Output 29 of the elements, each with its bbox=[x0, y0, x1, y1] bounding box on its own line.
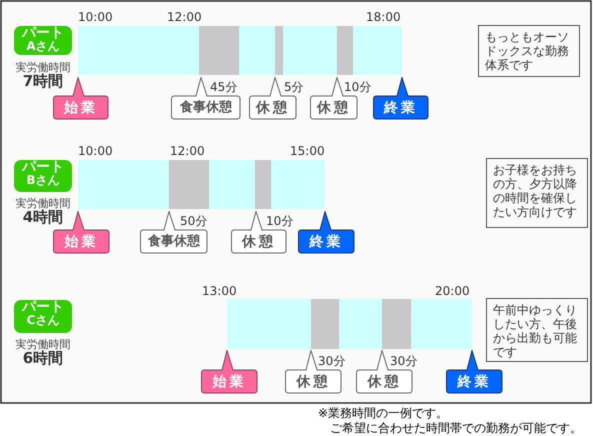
duration-label: 45分 bbox=[210, 79, 238, 96]
note-box: お子様をお持ちの方、夕方以降の時間を確保したい方向けです bbox=[486, 158, 588, 228]
work-hours-caption: 実労働時間 bbox=[14, 60, 72, 74]
duration-label: 50分 bbox=[180, 213, 208, 230]
time-label: 10:00 bbox=[78, 10, 113, 24]
end-callout: 終業 bbox=[373, 77, 429, 120]
time-label: 12:00 bbox=[167, 10, 202, 24]
note-box: 午前中ゆっくりしたい方、午後から出勤も可能です bbox=[486, 298, 588, 362]
time-label: 18:00 bbox=[366, 10, 401, 24]
start-callout: 始業 bbox=[201, 350, 258, 394]
time-label: 10:00 bbox=[78, 144, 113, 158]
time-label: 15:00 bbox=[290, 144, 325, 158]
name-badge: パート Cさん bbox=[14, 300, 72, 333]
end-callout: 終業 bbox=[298, 211, 355, 254]
work-hours-caption: 実労働時間 bbox=[14, 196, 72, 210]
work-hours-caption: 実労働時間 bbox=[14, 337, 72, 351]
work-hours: 6時間 bbox=[22, 349, 64, 368]
duration-label: 10分 bbox=[344, 79, 372, 96]
name-badge: パート Bさん bbox=[14, 160, 72, 192]
time-label: 12:00 bbox=[170, 144, 205, 158]
time-label: 13:00 bbox=[202, 284, 237, 298]
footnote: ※業務時間の一例です。 bbox=[318, 405, 448, 422]
name-badge: パート Aさん bbox=[14, 26, 72, 55]
duration-label: 10分 bbox=[266, 213, 294, 230]
duration-label: 5分 bbox=[284, 79, 304, 96]
time-label: 20:00 bbox=[435, 284, 470, 298]
footnote: ご希望に合わせた時間帯での勤務が可能です。 bbox=[330, 420, 582, 436]
duration-label: 30分 bbox=[390, 353, 418, 370]
note-box: もっともオーソドックスな勤務体系です bbox=[478, 25, 580, 77]
